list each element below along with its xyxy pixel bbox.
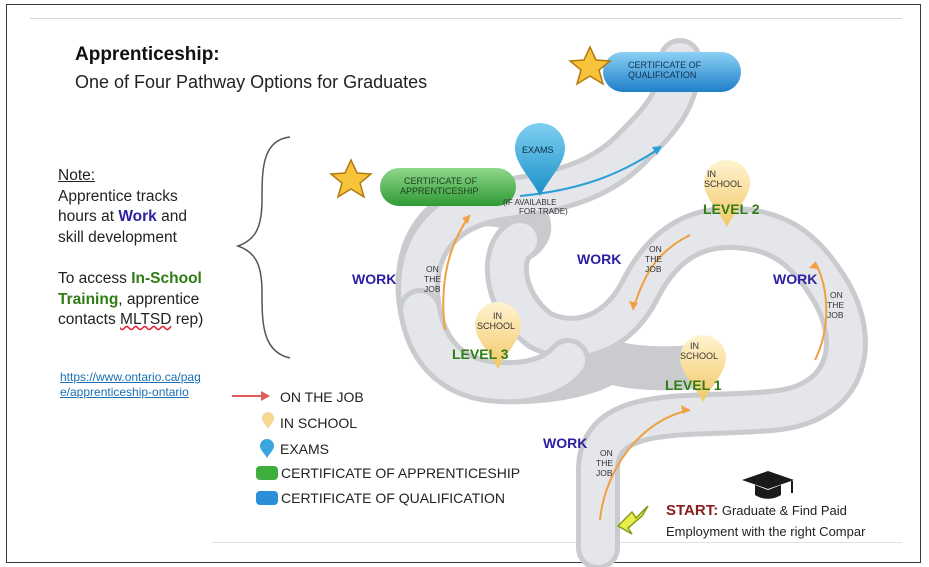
work-label-2: WORK — [577, 251, 621, 267]
start-line-2: Employment with the right Compar — [666, 524, 866, 539]
in-school-label-l2-1: IN — [707, 169, 716, 179]
red-arrow-icon — [232, 391, 270, 401]
in-school-label-l1-1: IN — [690, 341, 699, 351]
in-school-pin-level2 — [704, 160, 750, 227]
top-divider — [30, 18, 902, 19]
otj-1-on: ON — [426, 264, 439, 274]
ontario-apprenticeship-link[interactable]: https://www.ontario.ca/pag e/apprentices… — [60, 370, 220, 400]
slide-frame — [6, 4, 921, 563]
in-school-pin-level3 — [475, 302, 521, 369]
otj-3-on: ON — [830, 290, 843, 300]
work-label-3: WORK — [773, 271, 817, 287]
star-icon — [329, 158, 373, 199]
work-label-1: WORK — [352, 271, 396, 287]
otj-3-job: JOB — [827, 310, 844, 320]
otj-4-job: JOB — [596, 468, 613, 478]
bottom-divider — [212, 542, 902, 543]
in-school-label-l1-2: SCHOOL — [680, 351, 718, 361]
legend-item-cert-qualification: CERTIFICATE OF QUALIFICATION — [281, 490, 506, 506]
otj-3-the: THE — [827, 300, 844, 310]
note-line: To access In-School — [58, 270, 202, 287]
link-line-2: e/apprenticeship-ontario — [60, 385, 189, 399]
otj-4-the: THE — [596, 458, 613, 468]
note-work-word: Work — [118, 208, 157, 225]
exams-note-line2: FOR TRADE) — [519, 207, 568, 216]
link-line-1: https://www.ontario.ca/pag — [60, 370, 201, 384]
start-arrow-icon — [616, 505, 649, 535]
note-line: contacts MLTSD rep) — [58, 311, 204, 328]
level-1-label: LEVEL 1 — [665, 377, 722, 393]
otj-2-on: ON — [649, 244, 662, 254]
otj-2-job: JOB — [645, 264, 662, 274]
star-icon — [568, 45, 612, 86]
cert-apprenticeship-line2: APPRENTICESHIP — [400, 186, 479, 196]
note-inschool-word: In-School — [131, 270, 202, 287]
arrow-work-3 — [632, 234, 691, 311]
otj-2-the: THE — [645, 254, 662, 264]
otj-1-the: THE — [424, 274, 441, 284]
slide-title: Apprenticeship: — [75, 44, 220, 65]
note-block: Note: Apprentice tracks hours at Work an… — [58, 166, 238, 331]
note-line: Training, apprentice — [58, 290, 200, 308]
road-upper — [396, 38, 702, 405]
level-3-label: LEVEL 3 — [452, 346, 509, 362]
start-line-1: START: Graduate & Find Paid — [666, 502, 847, 519]
note-line: skill development — [58, 228, 177, 246]
work-label-4: WORK — [543, 435, 587, 451]
arrow-work-2 — [814, 261, 828, 361]
in-school-label-l3-2: SCHOOL — [477, 321, 515, 331]
green-pill-icon — [256, 466, 278, 480]
arrow-work-4 — [442, 214, 471, 331]
in-school-label-l2-2: SCHOOL — [704, 179, 742, 189]
level-2-label: LEVEL 2 — [703, 201, 760, 217]
cert-qualification-line1: CERTIFICATE OF — [628, 60, 702, 70]
legend-item-in-school: IN SCHOOL — [280, 415, 358, 431]
yellow-pin-icon — [262, 412, 274, 429]
exams-pin — [515, 123, 565, 196]
cert-qualification-line2: QUALIFICATION — [628, 70, 696, 80]
graduation-cap-icon — [742, 471, 794, 499]
blue-pill-icon — [256, 491, 278, 505]
arrow-heads — [462, 146, 818, 414]
legend-item-cert-apprenticeship: CERTIFICATE OF APPRENTICESHIP — [281, 465, 521, 481]
note-line: Apprentice tracks — [58, 187, 178, 205]
note-heading: Note: — [58, 167, 96, 184]
exams-pin-label: EXAMS — [522, 145, 554, 155]
exams-note-line1: (IF AVAILABLE — [503, 198, 557, 207]
note-line: hours at Work and — [58, 208, 187, 225]
in-school-label-l3-1: IN — [493, 311, 502, 321]
arrow-work-1 — [599, 409, 691, 521]
otj-1-job: JOB — [424, 284, 441, 294]
in-school-pin-level1 — [680, 335, 726, 402]
note-mltsd-word: MLTSD — [120, 311, 172, 328]
certificate-qualification-pill — [603, 52, 741, 92]
legend-item-exams: EXAMS — [280, 441, 330, 457]
cert-apprenticeship-line1: CERTIFICATE OF — [404, 176, 478, 186]
legend-item-on-the-job: ON THE JOB — [280, 389, 364, 405]
otj-4-on: ON — [600, 448, 613, 458]
note-training-word: Training — [58, 290, 119, 308]
blue-pin-icon — [260, 439, 274, 458]
slide-subtitle: One of Four Pathway Options for Graduate… — [75, 72, 428, 92]
certificate-apprenticeship-pill — [380, 168, 516, 206]
note-brace — [235, 136, 291, 359]
start-text: START: Graduate & Find Paid Employment w… — [666, 500, 906, 542]
